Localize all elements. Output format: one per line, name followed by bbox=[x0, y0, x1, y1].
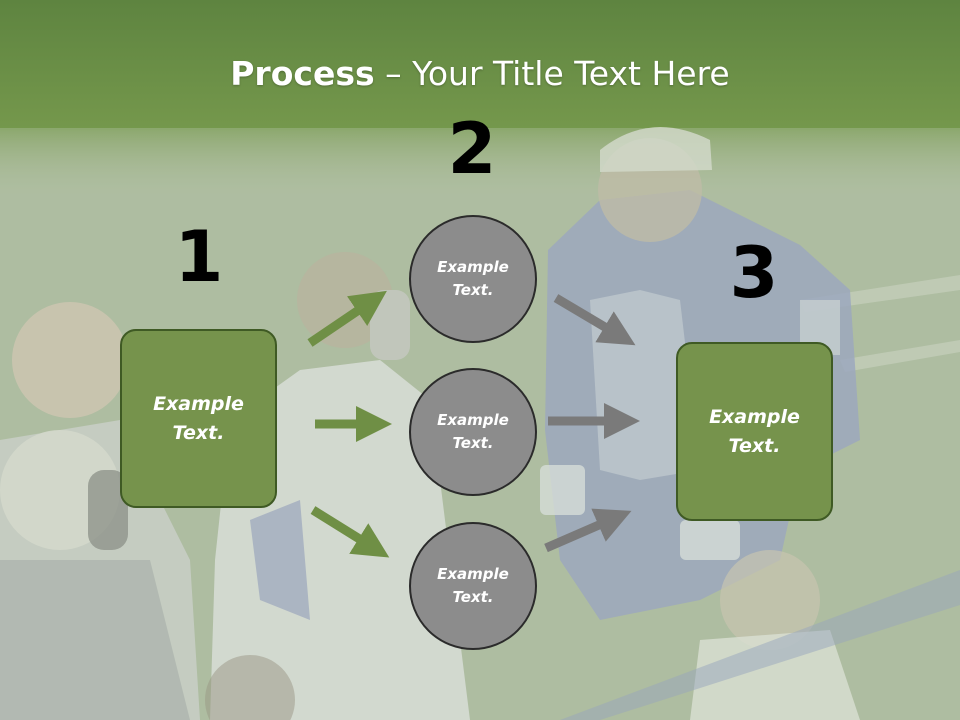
arrow-top-to-right bbox=[553, 294, 636, 346]
step-number-3: 3 bbox=[729, 232, 779, 314]
step-number-2: 2 bbox=[447, 108, 497, 190]
title-bold: Process bbox=[230, 54, 375, 93]
step-left-box: Example Text. bbox=[120, 329, 277, 508]
arrow-bottom-to-right bbox=[544, 508, 632, 553]
step-right-text: Example Text. bbox=[709, 405, 800, 457]
step-left-text: Example Text. bbox=[153, 392, 244, 444]
step-middle-circle-2: Example Text. bbox=[409, 368, 537, 496]
step-number-1: 1 bbox=[174, 216, 224, 298]
title-rest: Your Title Text Here bbox=[412, 54, 730, 93]
slide-title: Process – Your Title Text Here bbox=[0, 52, 960, 96]
step-middle-circle-1: Example Text. bbox=[409, 215, 537, 343]
arrow-left-to-top bbox=[307, 290, 387, 347]
step-right-box: Example Text. bbox=[676, 342, 833, 521]
step-middle-circle-3: Example Text. bbox=[409, 522, 537, 650]
title-dash: – bbox=[374, 54, 413, 93]
step-middle-text-1: Example Text. bbox=[437, 258, 509, 299]
step-middle-text-3: Example Text. bbox=[437, 565, 509, 606]
arrow-left-to-bottom bbox=[310, 506, 390, 558]
step-middle-text-2: Example Text. bbox=[437, 411, 509, 452]
